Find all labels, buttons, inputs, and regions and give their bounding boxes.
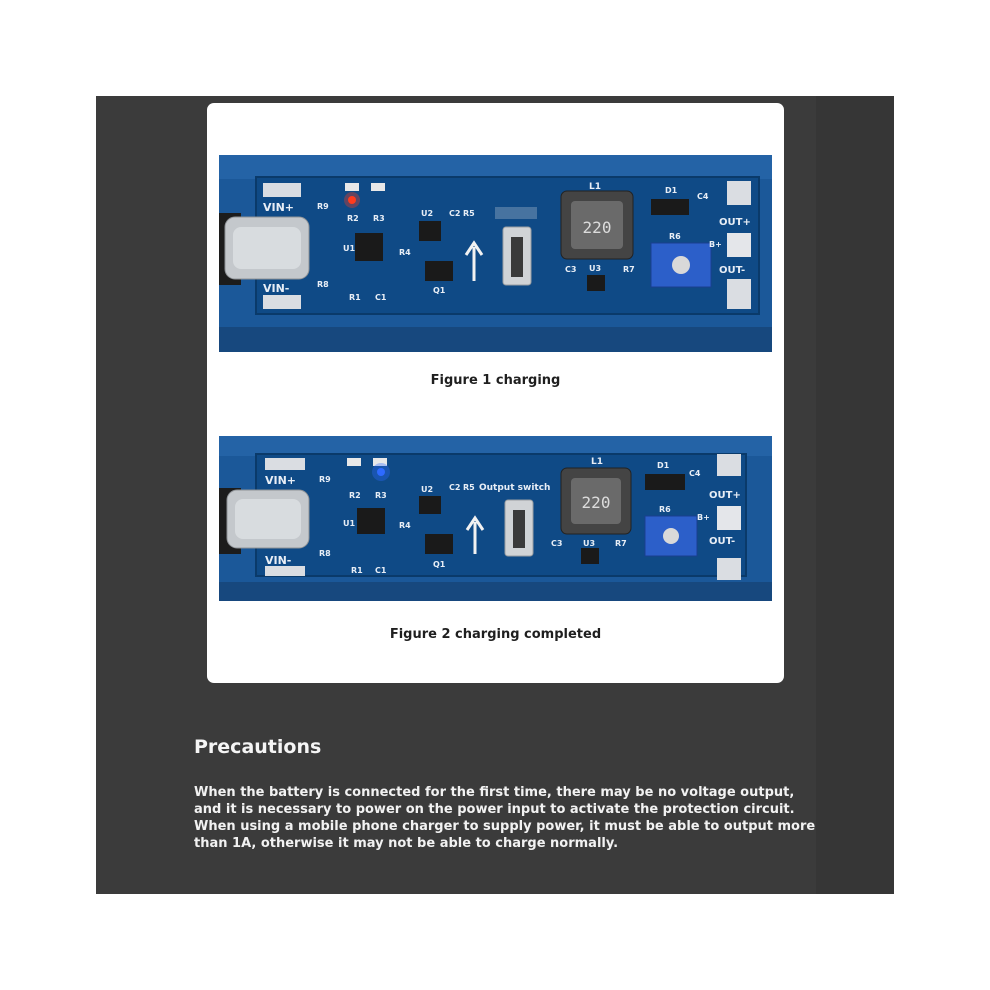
status-led-red [348,196,356,204]
component-label: U3 [589,264,601,273]
component-label: Q1 [433,560,446,569]
status-led-blue [377,468,385,476]
figures-card: VIN+ VIN- R9 R8 R2 R3 U1 R4 R1 C1 U2 C2 [207,103,784,683]
component-label: C2 [449,209,460,218]
component-label: R3 [373,214,385,223]
component-label: R9 [319,475,331,484]
figure-1-caption: Figure 1 charging [430,373,561,388]
component-label: D1 [665,186,678,195]
component-label: L1 [591,457,603,467]
component-label: U2 [421,485,433,494]
vin-plus-label: VIN+ [263,201,294,214]
vin-minus-label: VIN- [263,282,289,295]
precautions-text: When the battery is connected for the fi… [194,784,816,852]
precaution-line: and it is necessary to power on the powe… [194,802,795,817]
component-label: D1 [657,461,670,470]
output-switch-label: Output switch [479,483,550,493]
component-label: R3 [375,491,387,500]
component-label: U1 [343,519,355,528]
component-label: B+ [697,513,710,522]
vin-minus-label: VIN- [265,554,291,567]
component-label: U1 [343,244,355,253]
pcb-board-image: VIN+ VIN- R9 R8 R2 R3 U1 R4 R1 C1 U2 C2 … [219,436,772,601]
component-label: R8 [317,280,329,289]
component-label: R9 [317,202,329,211]
component-label: C4 [689,469,701,478]
component-label: L1 [589,182,601,192]
out-plus-label: OUT+ [709,490,741,501]
component-label: Q1 [433,286,446,295]
component-label: C1 [375,293,387,302]
component-label: R8 [319,549,331,558]
component-label: B+ [709,240,722,249]
component-label: U3 [583,539,595,548]
precaution-line: than 1A, otherwise it may not be able to… [194,836,619,851]
precaution-line: When the battery is connected for the fi… [194,785,795,800]
component-label: C4 [697,192,709,201]
component-label: R6 [659,505,671,514]
figure-1-photo: VIN+ VIN- R9 R8 R2 R3 U1 R4 R1 C1 U2 C2 [219,155,772,352]
component-label: R4 [399,248,411,257]
figure-2-photo: VIN+ VIN- R9 R8 R2 R3 U1 R4 R1 C1 U2 C2 … [219,436,772,601]
component-label: R1 [349,293,361,302]
component-label: R4 [399,521,411,530]
pcb-board-image: VIN+ VIN- R9 R8 R2 R3 U1 R4 R1 C1 U2 C2 [219,155,772,352]
figure-2-caption: Figure 2 charging completed [389,627,602,642]
product-detail-panel: VIN+ VIN- R9 R8 R2 R3 U1 R4 R1 C1 U2 C2 [96,96,894,894]
precaution-line: When using a mobile phone charger to sup… [194,819,816,834]
component-label: R5 [463,483,475,492]
out-minus-label: OUT- [709,536,735,547]
component-label: C3 [551,539,562,548]
component-label: R1 [351,566,363,575]
inductor-value: 220 [583,218,612,237]
inductor-value: 220 [582,493,611,512]
precautions-heading: Precautions [194,736,322,758]
component-label: R2 [347,214,359,223]
out-minus-label: OUT- [719,265,745,276]
component-label: R2 [349,491,361,500]
component-label: C1 [375,566,387,575]
vin-plus-label: VIN+ [265,474,296,487]
component-label: U2 [421,209,433,218]
component-label: R7 [623,265,635,274]
panel-shade-strip [816,96,894,894]
component-label: R5 [463,209,475,218]
component-label: R7 [615,539,627,548]
component-label: C2 [449,483,460,492]
component-label: R6 [669,232,681,241]
out-plus-label: OUT+ [719,217,751,228]
component-label: C3 [565,265,576,274]
